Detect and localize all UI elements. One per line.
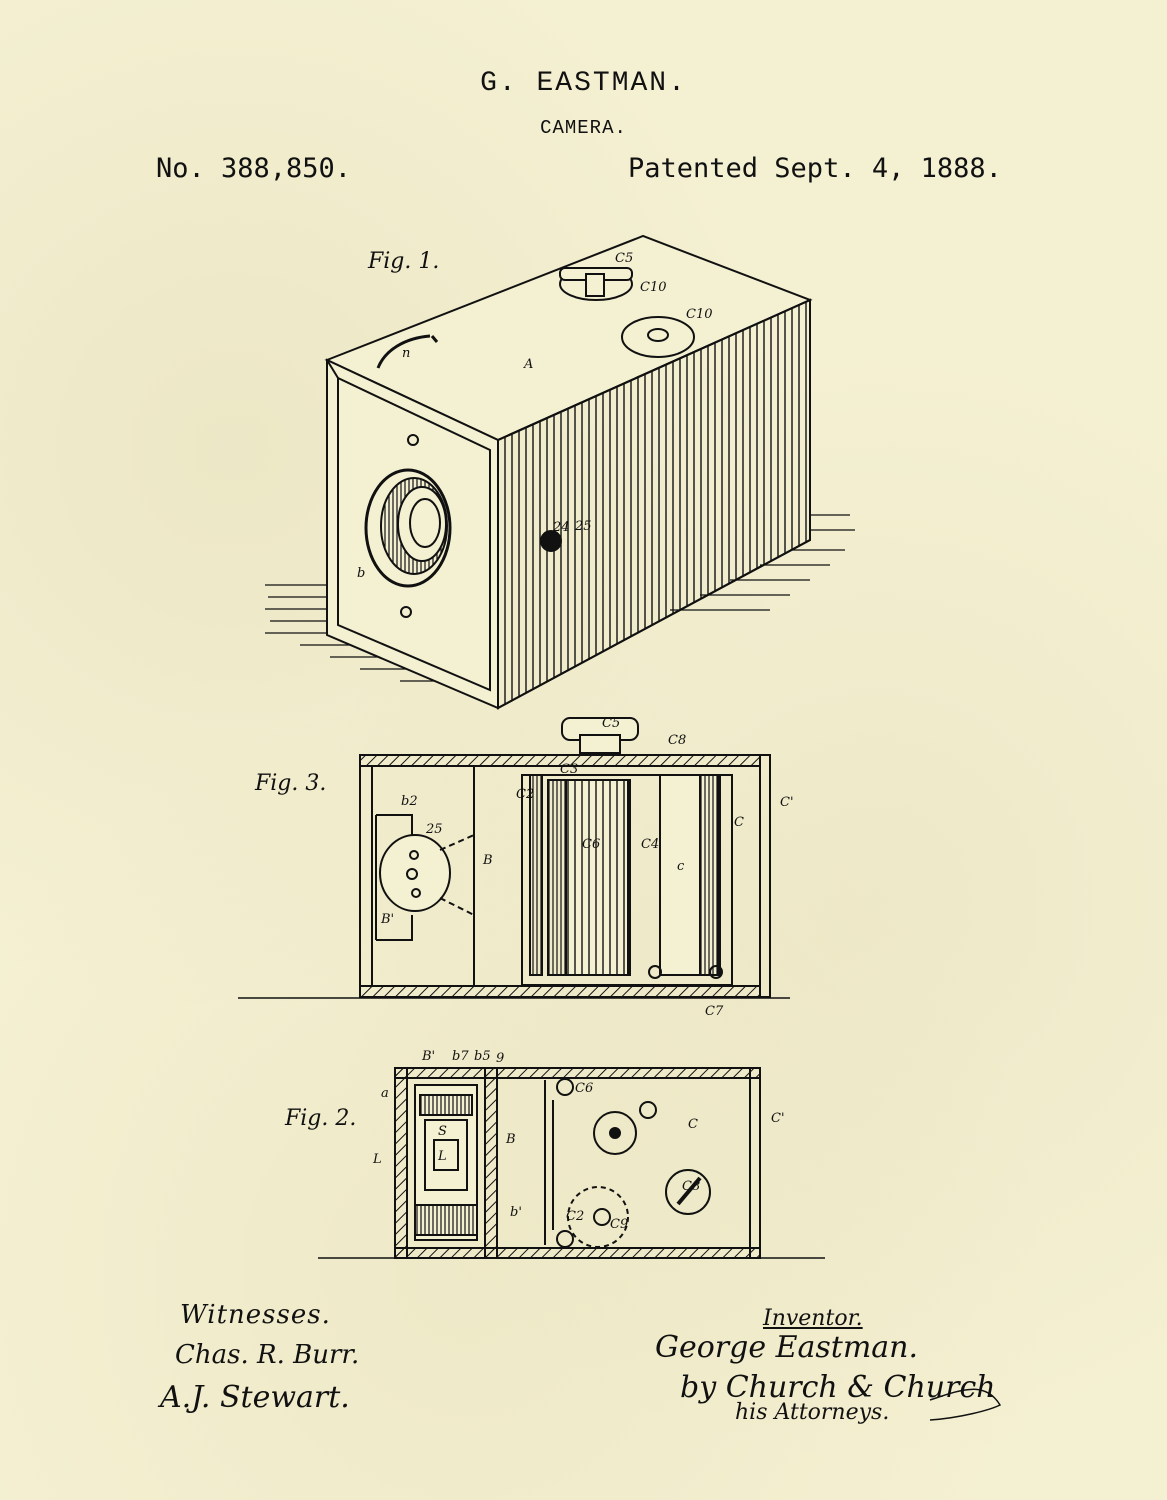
- fig2-label: Fig. 2.: [284, 1106, 356, 1131]
- figure-3: Fig. 3. b2 25 B B': [238, 716, 794, 1019]
- ref-Bprime-fig3: B': [380, 912, 394, 927]
- ref-b7: b7: [452, 1049, 469, 1064]
- ref-c6-fig2: C6: [575, 1081, 593, 1096]
- ref-24: 24: [552, 520, 570, 535]
- ref-c10-b: C10: [686, 307, 713, 322]
- witness-2-signature: A.J. Stewart.: [160, 1380, 350, 1415]
- ref-bprime: b': [510, 1205, 522, 1220]
- ref-c-small: c: [677, 859, 685, 874]
- fig1-label: Fig. 1.: [367, 249, 439, 274]
- witness-1-signature: Chas. R. Burr.: [175, 1340, 360, 1370]
- ref-B-fig2: B: [505, 1132, 516, 1147]
- ref-Cprime-fig2: C': [771, 1111, 785, 1126]
- ref-C-fig2: C: [688, 1117, 698, 1132]
- ref-S: S: [438, 1124, 447, 1139]
- ref-A: A: [523, 357, 533, 372]
- attorneys-signature: by Church & Church: [680, 1370, 996, 1405]
- patent-date: Patented Sept. 4, 1888.: [628, 153, 1002, 184]
- ref-b5: b5: [474, 1049, 491, 1064]
- ref-c8: C8: [668, 733, 686, 748]
- attorneys-label: his Attorneys.: [735, 1400, 890, 1425]
- ref-b: b: [357, 566, 365, 581]
- ref-c7: C7: [705, 1004, 724, 1019]
- ref-c8-fig2: C8: [682, 1179, 700, 1194]
- ref-25-fig3: 25: [425, 822, 443, 837]
- inventor-label: Inventor.: [763, 1306, 863, 1331]
- ref-n: n: [402, 346, 410, 361]
- patent-number: No. 388,850.: [156, 153, 352, 184]
- figure-1: Fig. 1.: [265, 234, 855, 710]
- inventor-signature: George Eastman.: [655, 1330, 919, 1365]
- ref-c3: C3: [560, 762, 578, 777]
- ref-a: a: [381, 1086, 389, 1101]
- figure-2: Fig. 2. B' b7 b5 9 a L S L B b': [284, 1049, 825, 1259]
- ref-c5-fig3: C5: [602, 716, 620, 731]
- patent-invention-title: CAMERA.: [540, 117, 627, 139]
- ref-c2-fig2: C2: [566, 1209, 584, 1224]
- ref-L-left: L: [372, 1152, 382, 1167]
- ref-c9: C9: [610, 1217, 628, 1232]
- ref-Bprime-fig2: B': [421, 1049, 435, 1064]
- patent-inventor-title: G. EASTMAN.: [480, 68, 687, 99]
- ref-C-fig3: C: [734, 815, 744, 830]
- ref-b2: b2: [401, 794, 418, 809]
- ref-c5: C5: [615, 251, 633, 266]
- ref-c6: C6: [582, 837, 600, 852]
- witnesses-label: Witnesses.: [180, 1300, 331, 1330]
- signature-flourish: [929, 1388, 1002, 1421]
- ref-Cprime-fig3: C': [780, 795, 794, 810]
- ref-c2: C2: [516, 787, 534, 802]
- ref-25: 25: [574, 519, 592, 534]
- ref-B-fig3: B: [482, 853, 493, 868]
- ref-c4: C4: [641, 837, 659, 852]
- ref-c10-a: C10: [640, 280, 667, 295]
- fig3-label: Fig. 3.: [254, 771, 326, 796]
- ref-9: 9: [496, 1051, 504, 1066]
- ref-L-inner: L: [437, 1149, 447, 1164]
